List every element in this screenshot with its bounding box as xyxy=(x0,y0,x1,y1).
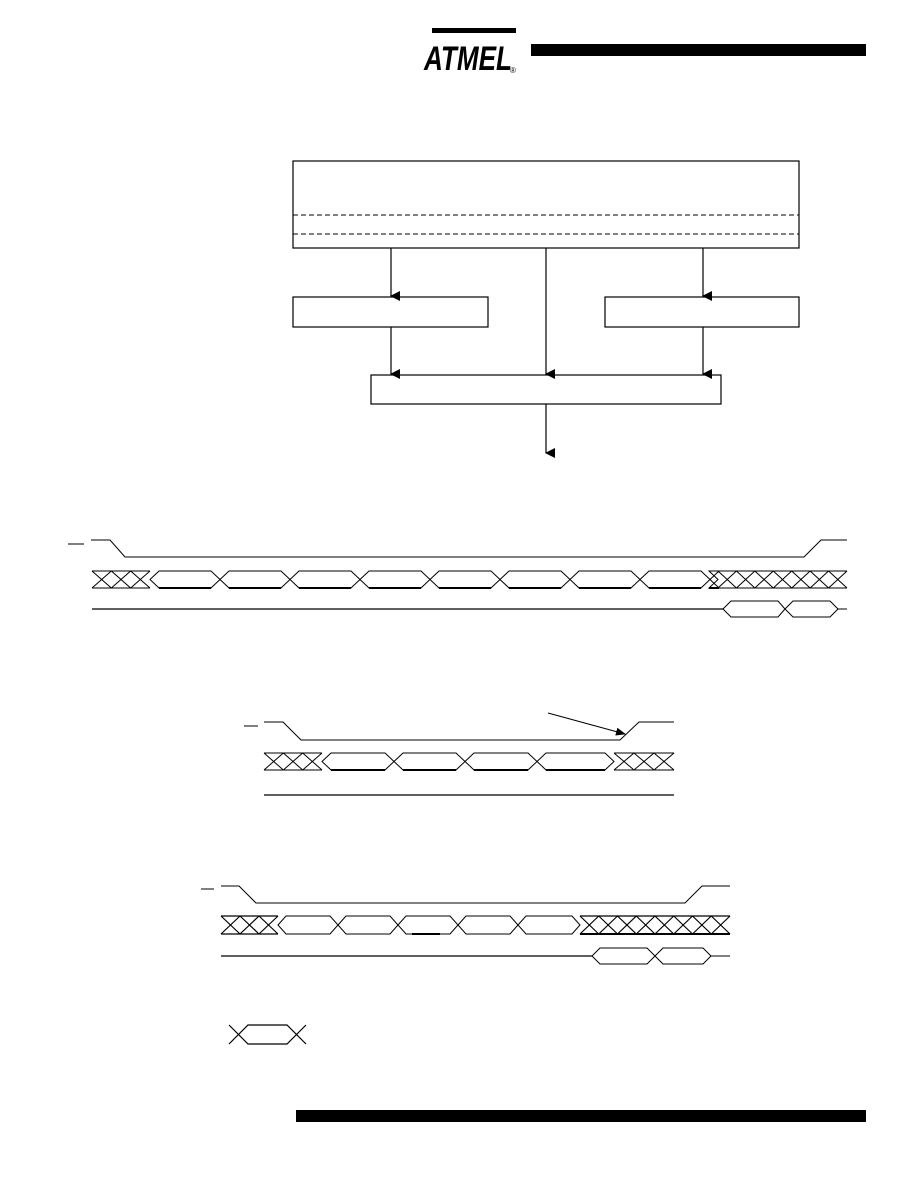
dont-care-start xyxy=(263,752,323,771)
legend-symbol xyxy=(228,1024,307,1045)
data-valid-window xyxy=(517,915,581,935)
data-valid-window xyxy=(499,570,571,589)
logo-top-bar xyxy=(432,28,516,33)
dont-care-end xyxy=(579,915,731,935)
combine-block xyxy=(370,374,722,405)
timing-1-output-signal xyxy=(92,600,847,618)
timing-3-control-signal xyxy=(201,885,730,904)
data-valid-window xyxy=(359,570,431,589)
dont-care-start xyxy=(91,570,151,589)
legend xyxy=(222,1020,312,1050)
data-valid-window xyxy=(457,915,519,935)
header-graphics: ATMEL ® xyxy=(423,28,866,78)
data-valid-window xyxy=(397,915,459,935)
atmel-logo: ATMEL ® xyxy=(423,28,516,78)
timing-2-data-bus xyxy=(263,752,675,771)
block-diagram-svg xyxy=(292,160,800,458)
data-valid-window xyxy=(219,570,291,589)
header-bar xyxy=(531,44,866,56)
timing-diagram-2 xyxy=(240,705,680,800)
memory-block xyxy=(292,160,800,249)
timing-3-data-bus xyxy=(220,915,731,935)
logo-text: ATMEL xyxy=(423,40,512,78)
timing-3-output-signal xyxy=(221,947,730,965)
left-block xyxy=(292,296,489,328)
data-valid-window xyxy=(277,915,339,935)
data-valid-window xyxy=(321,752,395,771)
block-diagram xyxy=(280,150,820,460)
data-valid-window xyxy=(707,570,721,589)
footer-bar xyxy=(296,1110,866,1122)
data-valid-window xyxy=(337,915,399,935)
dont-care-start xyxy=(220,915,279,935)
annotation-arrow xyxy=(547,712,626,736)
dont-care-end xyxy=(613,752,675,771)
timing-3-svg xyxy=(201,885,731,965)
data-valid-window xyxy=(393,752,466,771)
timing-1-svg xyxy=(68,539,848,618)
data-valid-window xyxy=(464,752,538,771)
right-block xyxy=(604,296,800,328)
timing-2-control-signal xyxy=(244,721,674,741)
dont-care-end xyxy=(717,570,848,589)
timing-1-control-signal xyxy=(68,539,847,558)
data-valid-window xyxy=(536,752,615,771)
data-valid-window xyxy=(429,570,501,589)
data-valid-window xyxy=(639,570,711,589)
timing-1-data-bus xyxy=(91,570,848,589)
header: ATMEL ® xyxy=(0,0,918,90)
data-valid-window xyxy=(149,570,221,589)
timing-diagram-3 xyxy=(195,875,740,965)
registered-mark: ® xyxy=(510,66,516,75)
timing-2-svg xyxy=(244,712,675,796)
timing-diagram-1 xyxy=(60,530,860,625)
data-valid-window xyxy=(569,570,641,589)
data-valid-window xyxy=(289,570,361,589)
